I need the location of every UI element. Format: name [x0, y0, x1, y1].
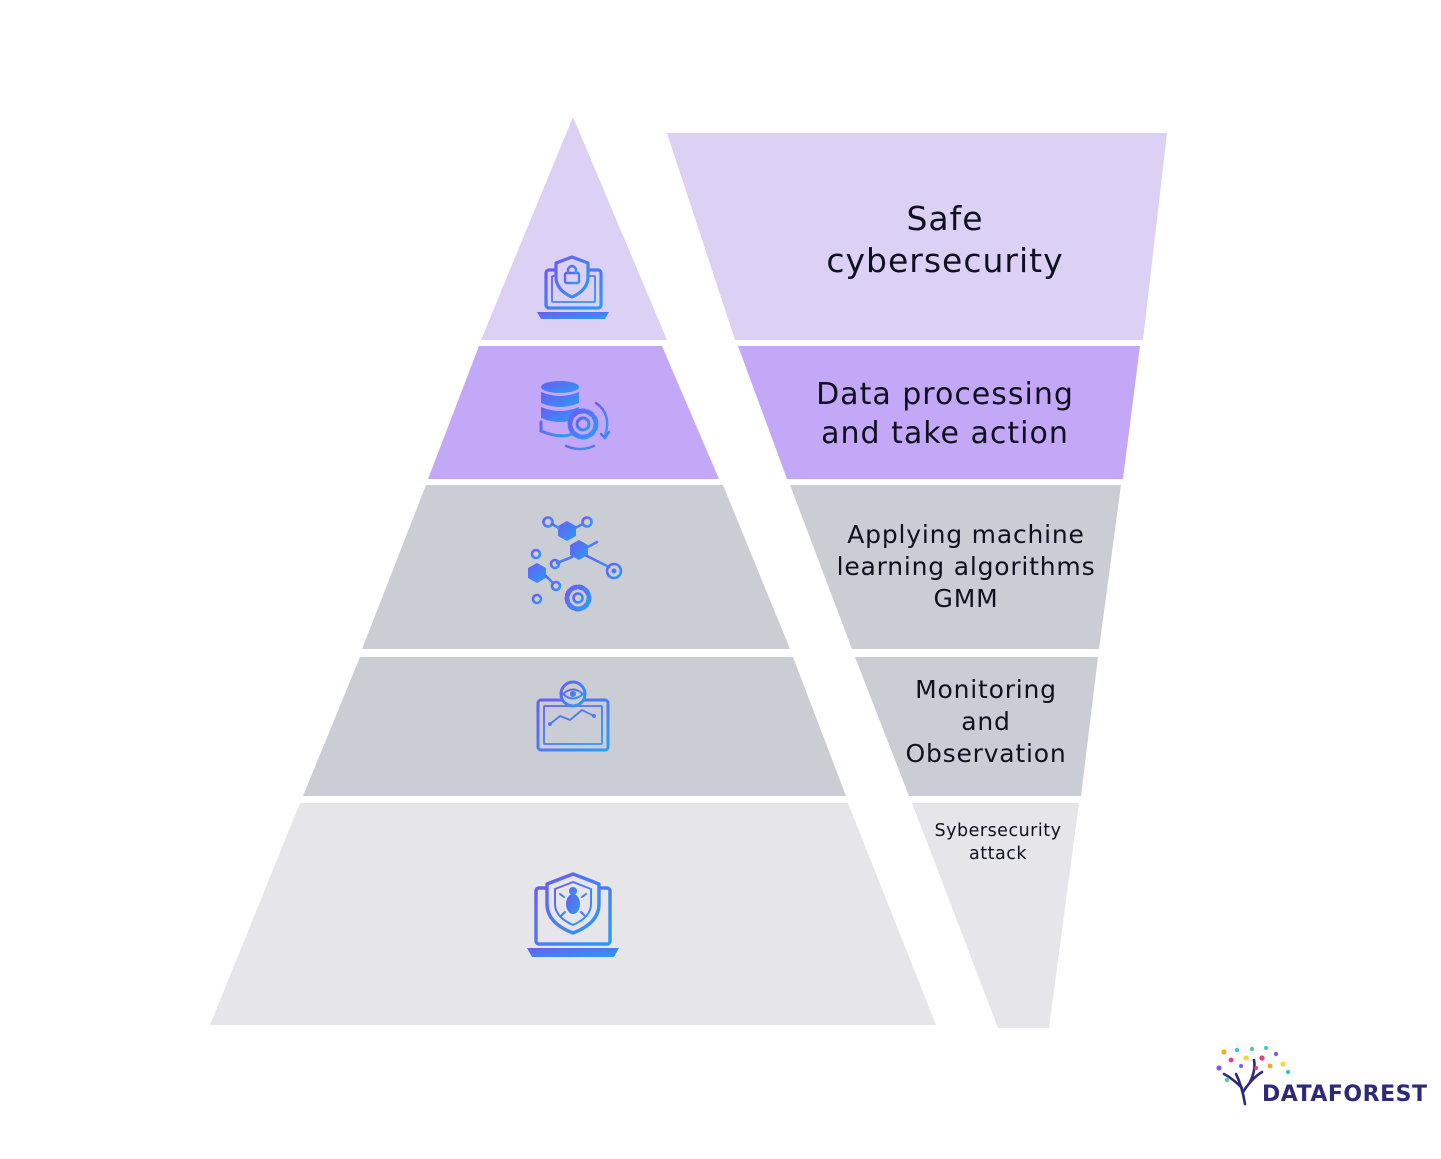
label-band-5 [912, 803, 1079, 1028]
database-gear-icon [539, 381, 611, 451]
layer-label-1: Safe cybersecurity [760, 198, 1130, 282]
layer-label-3: Applying machine learning algorithms GMM [820, 519, 1112, 615]
layer-label-3-line-1: Applying machine [847, 520, 1085, 549]
layer-label-4-line-1: Monitoring [915, 675, 1057, 704]
layer-label-2: Data processing and take action [780, 375, 1110, 453]
layer-label-4-line-2: and [961, 707, 1011, 736]
layer-label-3-line-2: learning algorithms [836, 552, 1096, 581]
tree-logo-icon [1216, 1046, 1291, 1106]
layer-label-2-line-2: and take action [821, 416, 1069, 451]
label-band-1 [667, 133, 1167, 340]
label-band-4 [855, 657, 1098, 796]
laptop-shield-bug-icon [527, 872, 619, 957]
molecule-network-gear-icon [528, 516, 623, 612]
pyramid-layer-1 [481, 117, 667, 340]
monitor-eye-chart-icon [536, 680, 610, 766]
layer-label-4-line-3: Observation [905, 739, 1067, 768]
layer-label-1-line-1: Safe [906, 199, 984, 238]
layer-label-4: Monitoring and Observation [880, 674, 1092, 770]
label-band-2 [738, 346, 1140, 479]
laptop-shield-lock-icon [537, 255, 609, 319]
pyramid-layer-4 [303, 657, 846, 796]
pyramid-layer-3 [362, 485, 790, 649]
layer-label-2-line-1: Data processing [816, 377, 1074, 412]
layer-label-1-line-2: cybersecurity [826, 241, 1064, 280]
layer-label-3-line-3: GMM [933, 584, 999, 613]
layer-label-5-line-1: Sybersecurity [934, 821, 1062, 841]
label-band-3 [790, 485, 1121, 649]
layer-label-5: Sybersecurity attack [918, 820, 1078, 866]
brand-name: DATAFOREST [1262, 1082, 1428, 1107]
layer-label-5-line-2: attack [969, 844, 1027, 864]
